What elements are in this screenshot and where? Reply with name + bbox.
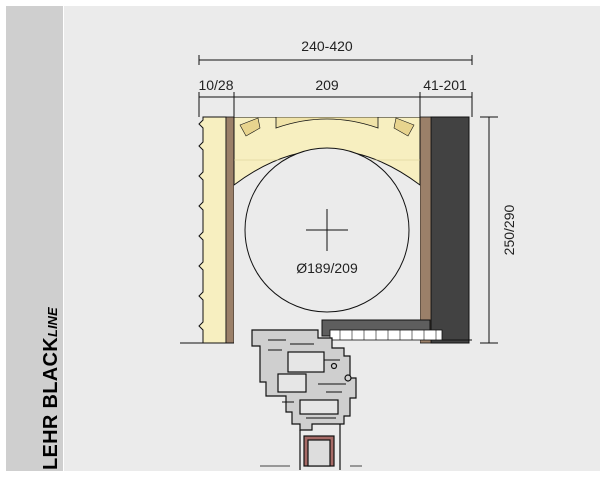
right-wall (419, 116, 470, 344)
roller-circle: Ø189/209 (244, 147, 410, 313)
height-label: 250/290 (501, 204, 517, 255)
dimension-lines (180, 55, 498, 344)
left-wall-label: 10/28 (198, 77, 233, 93)
roll-diameter-label: Ø189/209 (296, 260, 358, 276)
right-wall-label: 41-201 (423, 77, 467, 93)
sidebar: LEHR BLACKLINE (6, 6, 63, 471)
overall-width-label: 240-420 (301, 38, 353, 54)
box-width-label: 209 (315, 77, 339, 93)
left-wall (198, 116, 240, 344)
slat-guide (321, 319, 472, 341)
window-profile (251, 329, 362, 470)
